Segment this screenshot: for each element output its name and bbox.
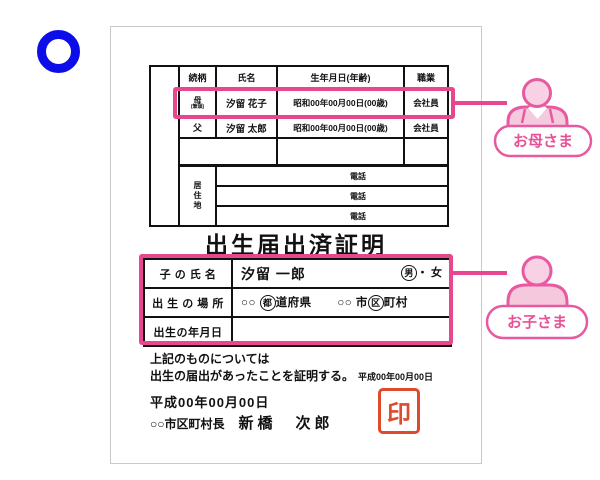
mother-strap-left [520,108,527,124]
inkan-stamp-icon: 印 [378,388,420,434]
statement-line-2: 出生の届出があったことを証明する。平成00年00月00日 [150,367,433,384]
mother-row-highlight-box [173,87,455,119]
mother-callout-label: お母さま [513,133,573,150]
mother-relation-note: (筆頭) [190,104,205,110]
empty-row [150,137,449,167]
mayor-title: ○○市区町村長 [150,417,225,431]
child-name-value-cell: 男・ 女 汐留 一郎 [231,258,452,289]
city-pre: 市 [355,297,368,310]
issue-date: 平成00年00月00日 [150,395,270,410]
empty-cell [403,137,449,167]
birthplace-row: 出 生 の 場 所 ○○ 都道府県 ○○ 市区町村 [143,287,452,318]
correct-circle-mark-icon [37,30,80,73]
child-head [521,255,553,287]
col-header-occupation: 職業 [403,65,449,90]
mother-occupation: 会社員 [403,88,449,118]
mother-label-capsule [493,124,593,158]
birthplace-value-cell: ○○ 都道府県 ○○ 市区町村 [231,287,452,318]
col-header-relation: 続柄 [178,65,217,90]
sex-male-circled: 男 [400,264,417,281]
statement-line-1: 上記のものについては [150,352,270,366]
phone-row-3: 電話 [215,205,449,227]
mayor-line: ○○市区町村長新橋 次郎 [150,412,334,433]
phone-row-1: 電話 [215,164,449,187]
mother-head [522,78,552,108]
mother-collar [528,104,547,119]
father-occupation: 会社員 [403,116,449,139]
father-relation: 父 [178,116,217,139]
father-row: 父 汐留 太郎 昭和00年00月00日(00歳) 会社員 [150,116,449,139]
empty-cell [276,137,405,167]
statement-text: 出生の届出があったことを証明する。 [150,369,355,383]
child-name-label: 子 の 氏 名 [143,258,233,289]
child-callout-label: お子さま [507,314,567,331]
birthplace-label: 出 生 の 場 所 [143,287,233,318]
mother-connector-line [454,101,507,105]
child-person-icon: お子さま [485,255,589,340]
certificate-title: 出生届出済証明 [205,232,387,258]
mayor-name: 新橋 次郎 [238,415,334,432]
mother-strap-right [548,108,555,124]
child-body [506,283,569,309]
child-connector-line [452,271,507,275]
child-label-capsule [485,304,589,340]
certificate-table: 子 の 氏 名 男・ 女 汐留 一郎 出 生 の 場 所 ○○ 都道府県 ○○ … [143,258,452,347]
mother-relation: 母 [193,96,202,105]
sex-field: 男・ 女 [400,264,442,281]
child-name-row: 子 の 氏 名 男・ 女 汐留 一郎 [143,258,452,289]
child-section-highlight-box [139,254,453,345]
statement-date: 平成00年00月00日 [358,372,434,382]
col-header-birthdate: 生年月日(年齢) [276,65,405,90]
sex-rest: ・ 女 [416,266,442,279]
prefecture-circled: 都 [259,294,276,311]
ward-circled: 区 [367,294,384,311]
col-header-name: 氏名 [215,65,278,90]
mother-person-icon: お母さま [493,78,593,158]
phone-row-2: 電話 [215,185,449,207]
empty-cell [178,137,278,167]
father-birthdate: 昭和00年00月00日(00歳) [276,116,405,139]
place-prefix-1: ○○ [241,297,256,310]
city-rest: 町村 [383,297,408,310]
place-prefix-2: ○○ [337,297,353,310]
child-name: 汐留 一郎 [241,265,306,282]
father-name: 汐留 太郎 [215,116,278,139]
prefecture-rest: 道府県 [275,297,312,310]
residence-label: 居住地 [178,164,217,227]
